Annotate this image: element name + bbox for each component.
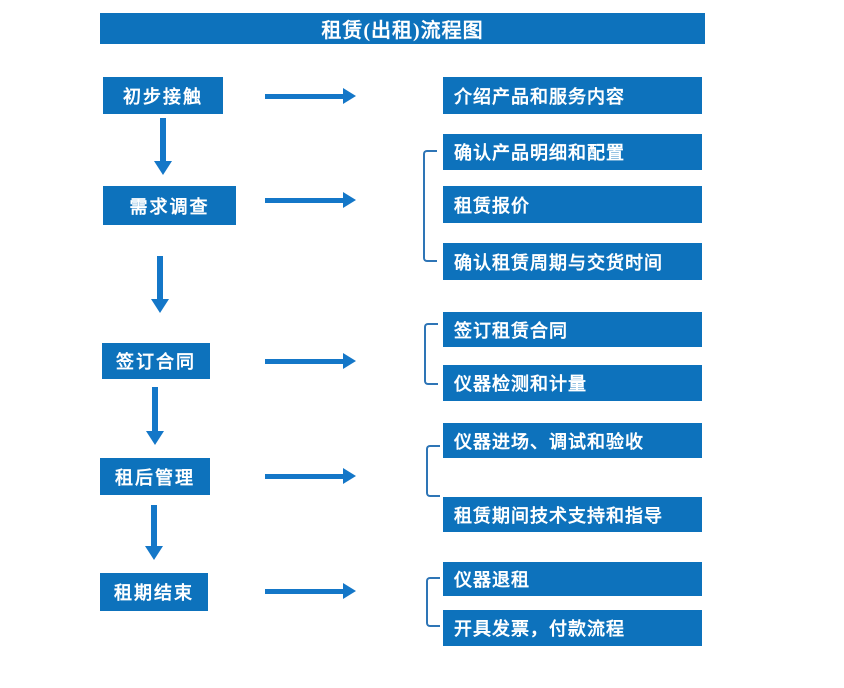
group-bracket [426,577,440,627]
arrow-down-icon [151,256,169,313]
arrow-head [146,431,164,445]
group-bracket [423,150,437,262]
arrow-shaft [160,118,166,163]
arrow-head [343,88,356,104]
detail-box-instrument-return: 仪器退租 [443,562,702,596]
step-box-sign-contract: 签订合同 [102,343,210,379]
arrow-shaft [265,94,344,99]
detail-box-technical-support-guidance: 租赁期间技术支持和指导 [443,497,702,532]
arrow-down-icon [154,118,172,175]
arrow-head [343,353,356,369]
detail-box-instrument-inspection-metering: 仪器检测和计量 [443,365,702,401]
arrow-head [154,161,172,175]
arrow-down-icon [146,387,164,445]
arrow-head [343,468,356,484]
detail-box-rental-quotation: 租赁报价 [443,186,702,223]
arrow-shaft [152,387,158,433]
step-box-initial-contact: 初步接触 [103,77,223,114]
page-title: 租赁(出租)流程图 [100,13,705,44]
detail-box-instrument-setup-acceptance: 仪器进场、调试和验收 [443,423,702,458]
arrow-down-icon [145,505,163,560]
arrow-shaft [265,589,344,594]
detail-box-confirm-product-details: 确认产品明细和配置 [443,134,702,170]
arrow-shaft [265,359,344,364]
step-box-demand-survey: 需求调查 [103,186,236,225]
arrow-shaft [265,474,344,479]
arrow-right-icon [265,468,356,484]
arrow-head [343,583,356,599]
detail-box-sign-rental-contract: 签订租赁合同 [443,312,702,347]
arrow-head [145,546,163,560]
arrow-shaft [265,198,344,203]
group-bracket [424,323,438,385]
detail-box-confirm-rental-period-delivery: 确认租赁周期与交货时间 [443,243,702,280]
arrow-right-icon [265,583,356,599]
arrow-shaft [157,256,163,301]
arrow-right-icon [265,88,356,104]
arrow-right-icon [265,353,356,369]
arrow-shaft [151,505,157,548]
arrow-head [343,192,356,208]
step-box-rental-end: 租期结束 [100,573,208,611]
arrow-head [151,299,169,313]
arrow-right-icon [265,192,356,208]
detail-box-introduce-products-services: 介绍产品和服务内容 [443,77,702,114]
group-bracket [426,445,440,497]
detail-box-invoice-payment-process: 开具发票，付款流程 [443,610,702,646]
step-box-post-rental-management: 租后管理 [100,458,210,495]
